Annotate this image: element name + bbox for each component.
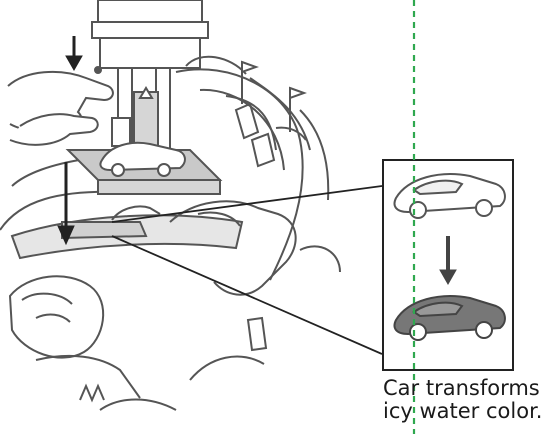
rocks-and-foliage [8,200,341,411]
flag-icon [241,60,307,132]
car-icon [393,173,506,219]
caption-line-2: icy water color. [383,399,543,423]
elevator-platform [65,141,223,195]
caption-line-1: Car transforms to [383,376,546,400]
water-bath [10,205,244,260]
arrow-down-icon [439,236,457,286]
hand-icon [7,66,114,146]
car-icon [393,295,506,341]
callout-panel [382,159,514,371]
callout-lines [111,185,383,355]
arrow-down-icon [57,36,83,246]
